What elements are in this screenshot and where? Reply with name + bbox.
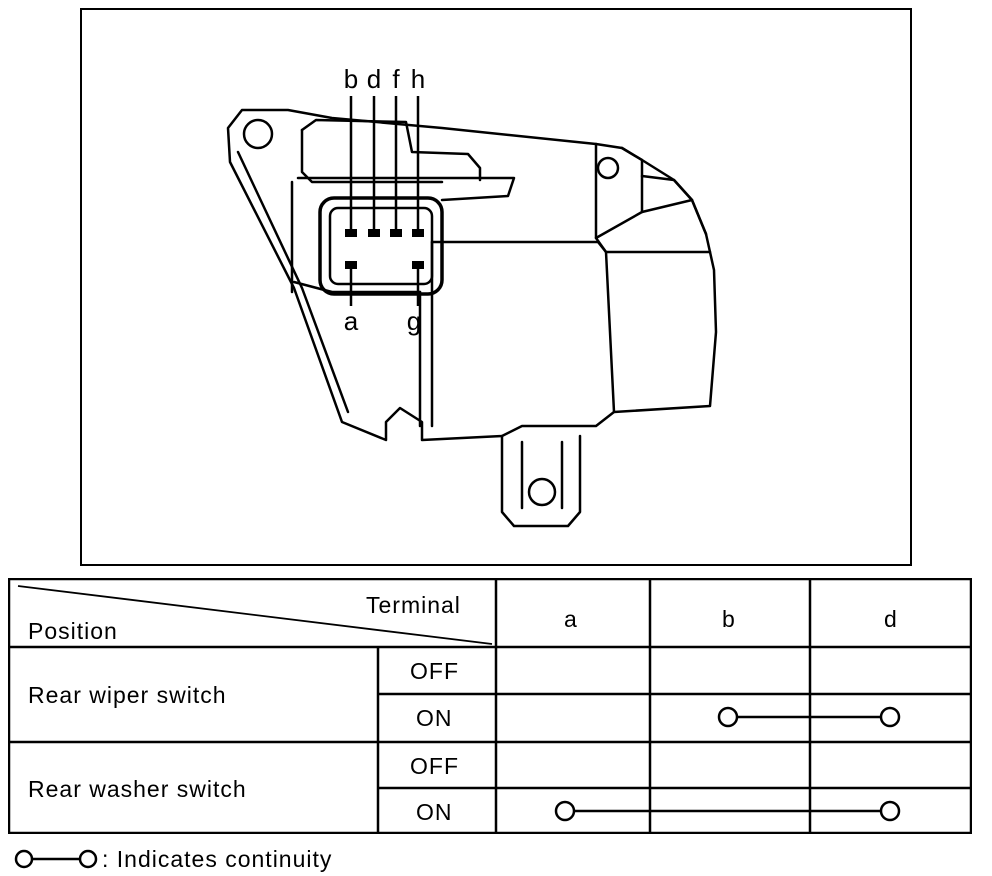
group-label-rear-wiper: Rear wiper switch [28,682,227,708]
header-position: Position [28,618,118,644]
pin-h [412,229,424,237]
terminal-header-a: a [564,606,578,632]
side-boss [596,156,620,180]
mounting-hole-left [242,118,274,150]
terminal-header-b: b [722,606,736,632]
connector-outline [318,196,444,296]
pin-label-b: b [344,64,358,94]
mounting-tab-bottom [500,434,582,528]
continuity-node [717,706,739,728]
pin-a [345,261,357,269]
switch-connector-drawing: b d f h a g [226,64,718,528]
pin-b [345,229,357,237]
pin-label-g: g [407,306,421,336]
mounting-hole-bottom [527,477,557,507]
state-label-wiper-on: ON [416,705,453,731]
pin-label-d: d [367,64,381,94]
group-label-rear-washer: Rear washer switch [28,776,247,802]
continuity-node [554,800,576,822]
pin-g [412,261,424,269]
continuity-markers [554,706,901,822]
switch-illustration-frame: b d f h a g [80,8,912,566]
table-grid [8,578,972,834]
pin-f [390,229,402,237]
state-label-washer-on: ON [416,799,453,825]
state-label-wiper-off: OFF [410,658,459,684]
continuity-node [879,800,901,822]
header-terminal: Terminal [366,592,461,618]
pin-label-a: a [344,306,359,336]
pin-label-f: f [392,64,400,94]
legend: : Indicates continuity [12,844,332,874]
legend-text: : Indicates continuity [102,845,333,872]
pin-label-h: h [411,64,425,94]
continuity-table: Terminal Position a b d Rear wiper switc… [8,578,972,834]
pin-d [368,229,380,237]
continuity-symbol [14,849,98,869]
state-label-washer-off: OFF [410,753,459,779]
continuity-node [879,706,901,728]
terminal-header-d: d [884,606,898,632]
